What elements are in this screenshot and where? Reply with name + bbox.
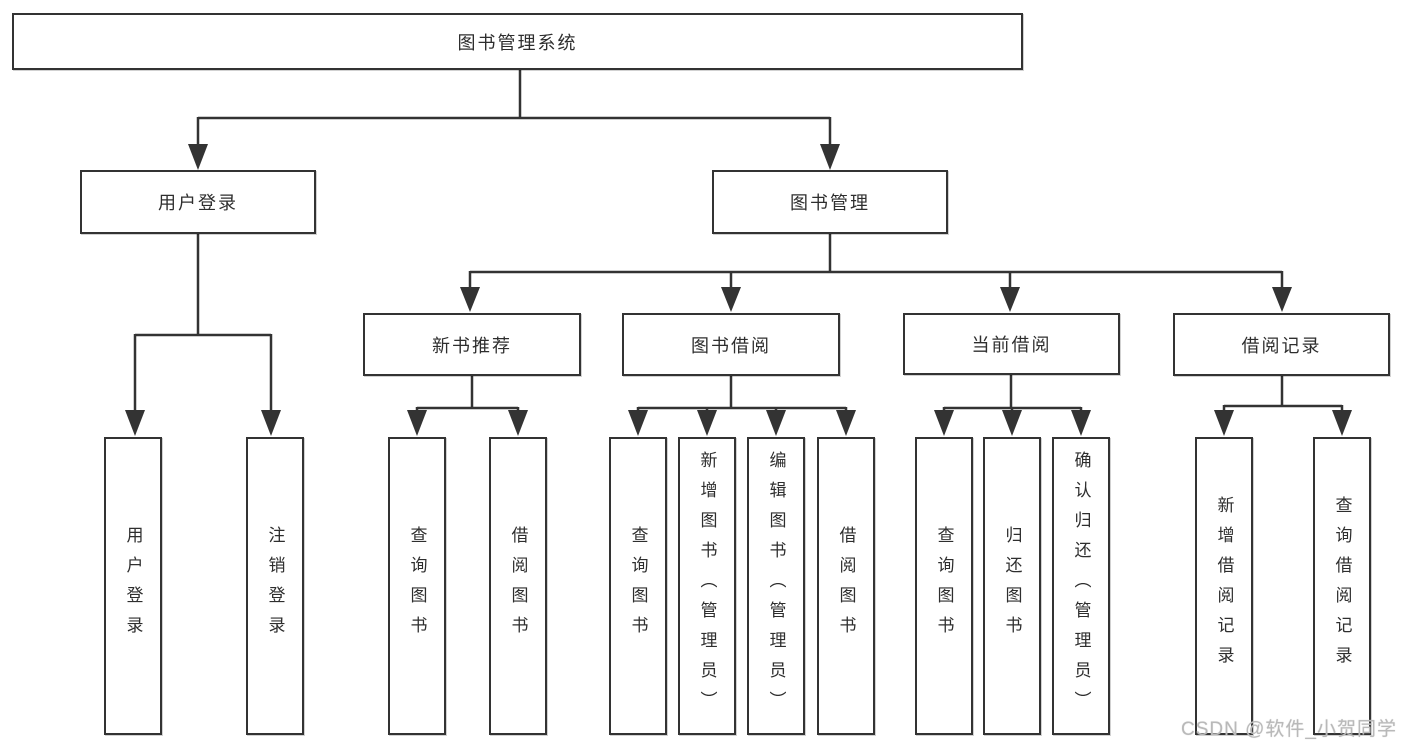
leaf-return-book-label: 归还图书 [1002, 526, 1022, 646]
node-current-borrow-label: 当前借阅 [971, 335, 1052, 355]
leaf-borrow-book-label: 借阅图书 [836, 526, 856, 646]
leaf-add-borrow-record: 新增借阅记录 [1195, 437, 1253, 735]
node-user-login: 用户登录 [80, 170, 316, 234]
leaf-return-book: 归还图书 [983, 437, 1041, 735]
leaf-add-book-admin-label: 新增图书（管理员） [697, 451, 717, 721]
node-book-borrow-label: 图书借阅 [691, 335, 771, 356]
leaf-query-book-current-label: 查询图书 [934, 526, 954, 646]
node-current-borrow: 当前借阅 [903, 313, 1120, 375]
leaf-confirm-return-admin: 确认归还（管理员） [1052, 437, 1110, 735]
leaf-query-book-borrow-label: 查询图书 [628, 526, 648, 646]
csdn-watermark: CSDN @软件_小贺同学 [1181, 719, 1397, 740]
leaf-logout: 注销登录 [246, 437, 304, 735]
leaf-query-borrow-record-label: 查询借阅记录 [1332, 496, 1352, 676]
leaf-user-login: 用户登录 [104, 437, 162, 735]
leaf-add-book-admin: 新增图书（管理员） [678, 437, 736, 735]
leaf-borrow-book: 借阅图书 [817, 437, 875, 735]
leaf-query-book-recommend: 查询图书 [388, 437, 446, 735]
node-borrow-records: 借阅记录 [1173, 313, 1390, 376]
leaf-add-borrow-record-label: 新增借阅记录 [1214, 496, 1234, 676]
leaf-borrow-book-recommend: 借阅图书 [489, 437, 547, 735]
node-book-borrow: 图书借阅 [622, 313, 840, 376]
leaf-query-borrow-record: 查询借阅记录 [1313, 437, 1371, 735]
leaf-user-login-label: 用户登录 [123, 526, 143, 646]
node-user-login-label: 用户登录 [158, 193, 238, 213]
node-new-book-recommend: 新书推荐 [363, 313, 581, 376]
node-book-management-label: 图书管理 [790, 193, 870, 213]
node-root-label: 图书管理系统 [457, 32, 578, 53]
leaf-query-book-borrow: 查询图书 [609, 437, 667, 735]
leaf-confirm-return-admin-label: 确认归还（管理员） [1071, 451, 1091, 721]
node-book-management: 图书管理 [712, 170, 948, 234]
node-root: 图书管理系统 [12, 13, 1023, 70]
node-new-book-recommend-label: 新书推荐 [432, 335, 512, 356]
node-borrow-records-label: 借阅记录 [1241, 335, 1322, 356]
leaf-query-book-recommend-label: 查询图书 [407, 526, 427, 646]
leaf-borrow-book-recommend-label: 借阅图书 [508, 526, 528, 646]
leaf-logout-label: 注销登录 [265, 526, 285, 646]
leaf-edit-book-admin-label: 编辑图书（管理员） [766, 451, 786, 721]
leaf-query-book-current: 查询图书 [915, 437, 973, 735]
leaf-edit-book-admin: 编辑图书（管理员） [747, 437, 805, 735]
